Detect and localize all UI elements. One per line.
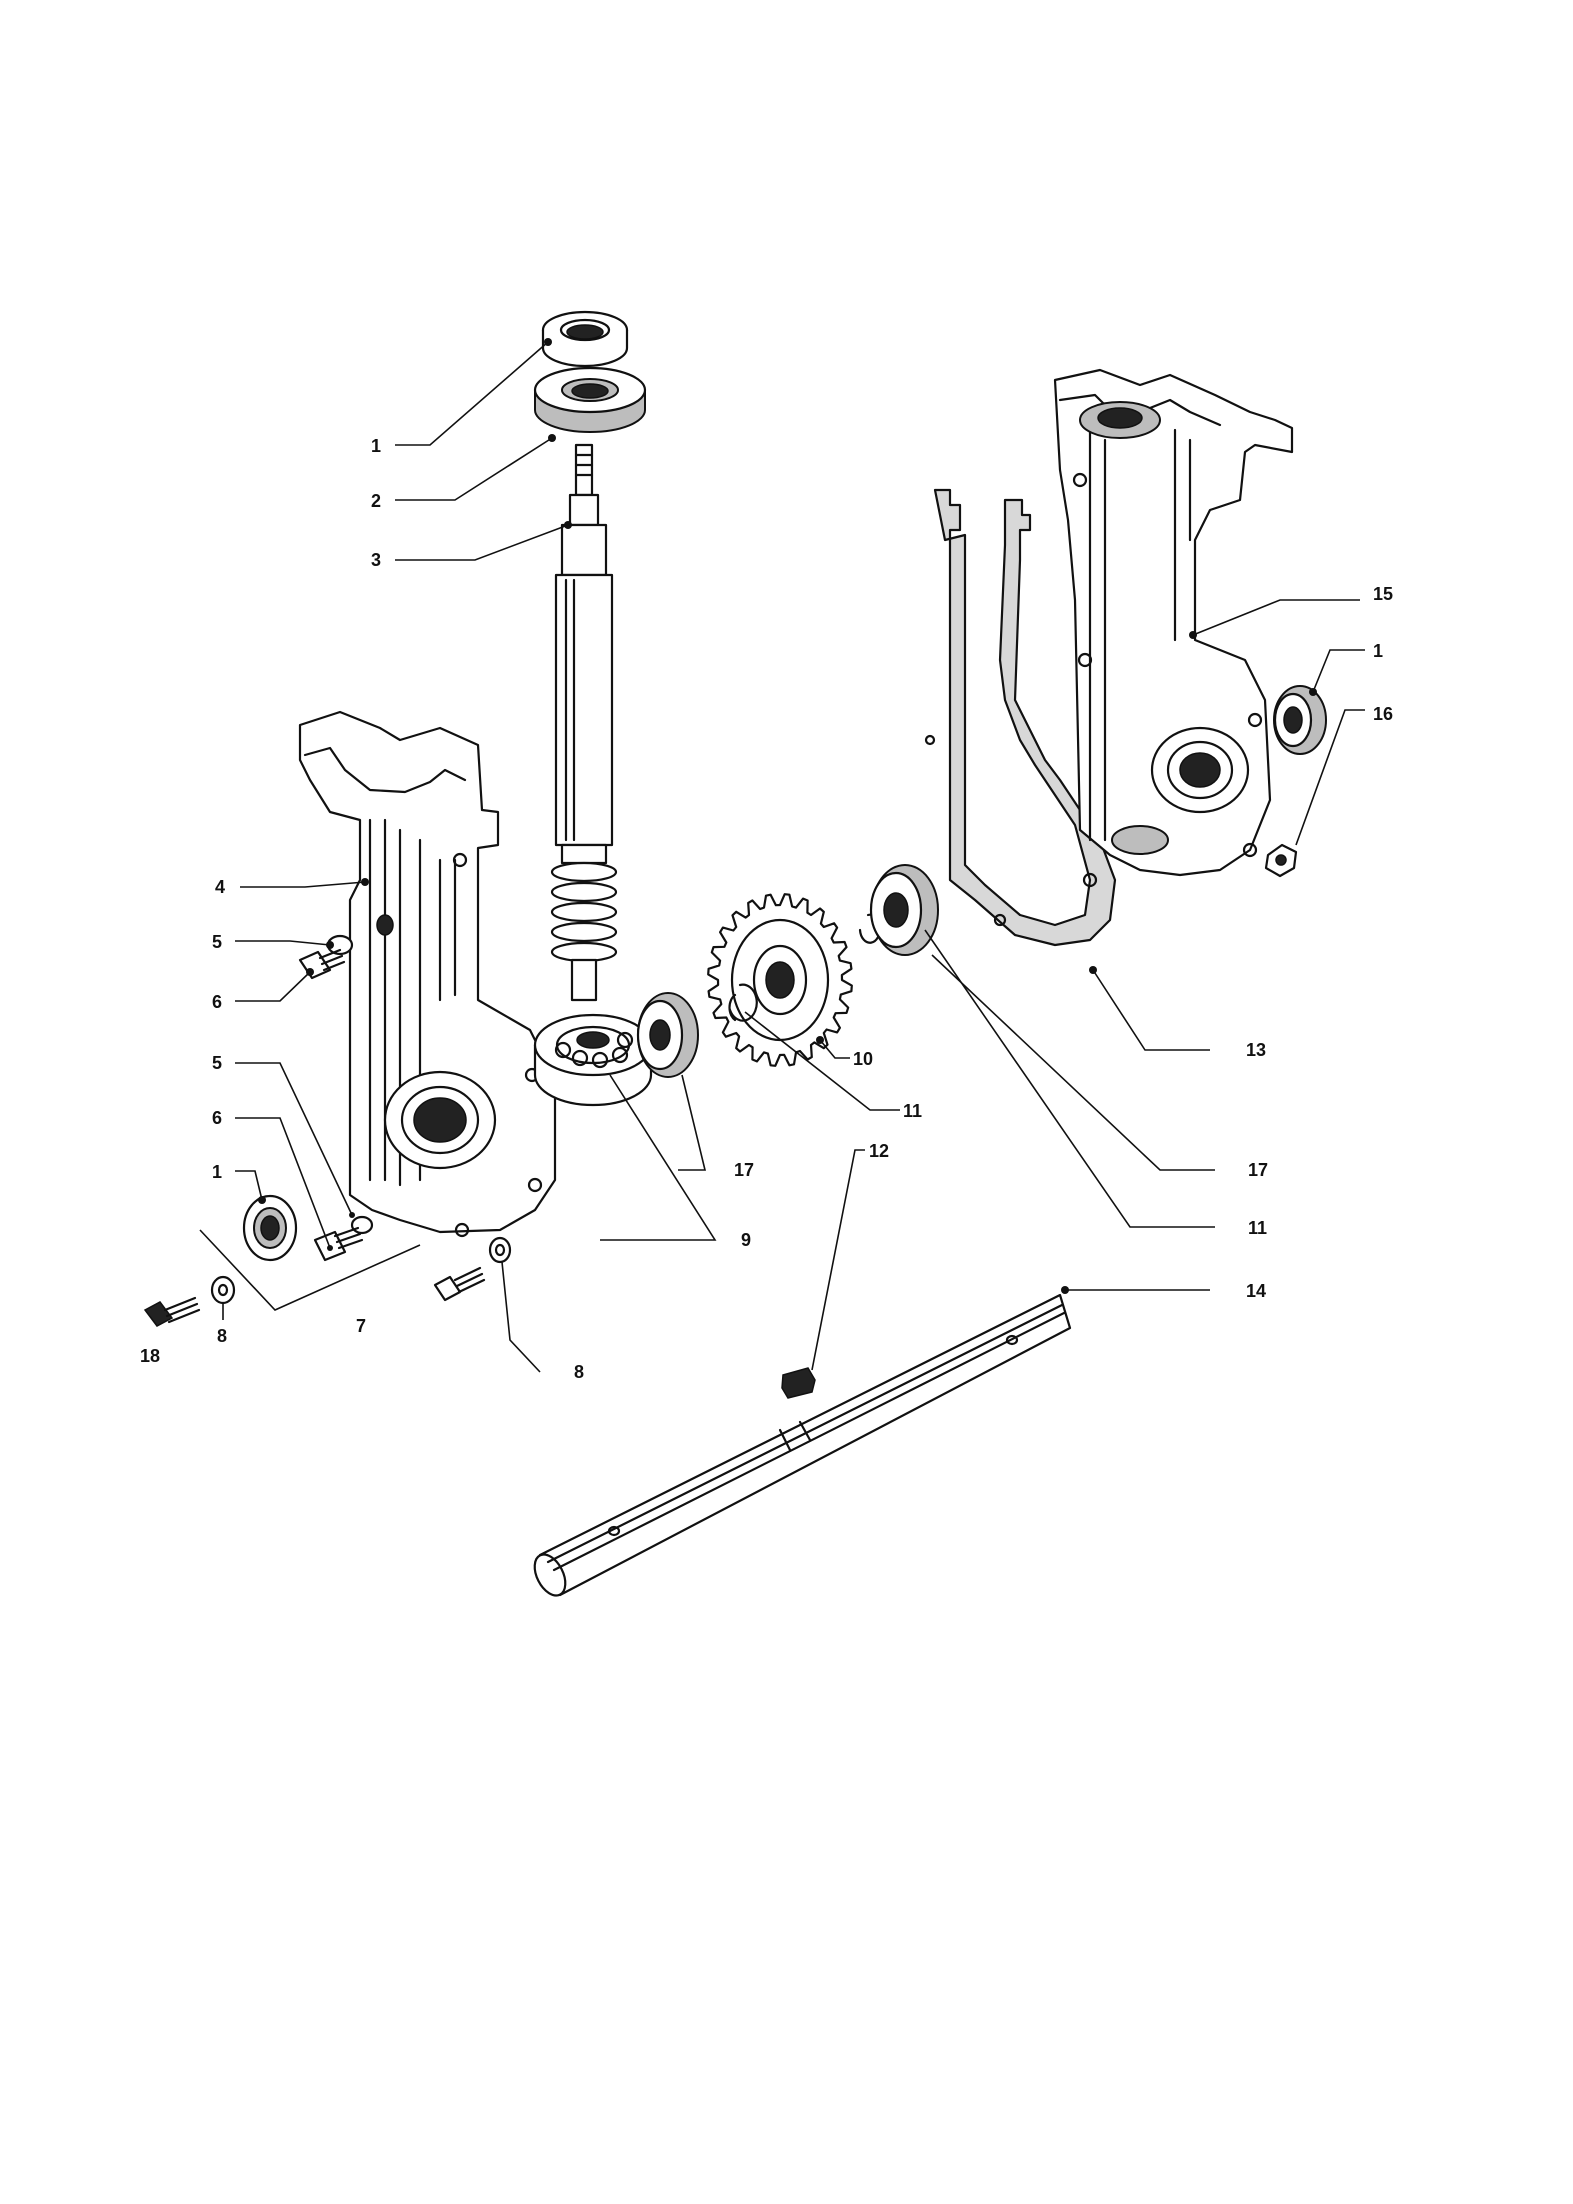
callout-16: 16	[1373, 704, 1393, 724]
nut-16	[1264, 843, 1298, 878]
callout-10: 10	[853, 1049, 873, 1069]
callout-1-top: 1	[371, 436, 381, 456]
callout-7: 7	[356, 1316, 366, 1336]
callout-4: 4	[215, 877, 225, 897]
left-housing	[298, 710, 557, 1238]
shaft-14	[533, 1293, 1072, 1597]
callout-12: 12	[869, 1141, 889, 1161]
gasket-13	[924, 488, 1117, 947]
oil-seal-top	[541, 310, 629, 368]
callout-17-right: 17	[1248, 1160, 1268, 1180]
leader-lines	[199, 338, 1365, 1373]
callout-2: 2	[371, 491, 381, 511]
callout-14: 14	[1246, 1281, 1266, 1301]
oil-seal-left	[242, 1194, 298, 1262]
ball-bearing-9	[533, 1013, 653, 1107]
callout-6-upper: 6	[212, 992, 222, 1012]
gear-10	[707, 893, 853, 1067]
callout-8-left: 8	[217, 1326, 227, 1346]
callout-11-mid: 11	[903, 1101, 922, 1121]
callout-1-left: 1	[212, 1162, 222, 1182]
callout-9: 9	[741, 1230, 751, 1250]
callout-labels: 1 2 3 4 5 6 5 6 1 18 8 7 8 9 17 10 11 12…	[140, 436, 1393, 1382]
oil-seal-right	[1273, 685, 1327, 755]
callout-11-right: 11	[1248, 1218, 1267, 1238]
bolt-18	[143, 1296, 201, 1327]
bolt-lower-left	[313, 1215, 374, 1262]
callout-5-upper: 5	[212, 932, 222, 952]
worm-shaft	[550, 443, 618, 1002]
callout-5-lower: 5	[212, 1053, 222, 1073]
washer-8-right	[488, 1236, 512, 1264]
bolt-7	[433, 1266, 486, 1302]
callout-13: 13	[1246, 1040, 1266, 1060]
callout-1-right: 1	[1373, 641, 1383, 661]
bearing-17-right	[869, 864, 939, 956]
callout-18: 18	[140, 1346, 160, 1366]
callout-6-lower: 6	[212, 1108, 222, 1128]
washer-8-left	[210, 1275, 236, 1305]
bearing-17-left	[636, 992, 699, 1078]
callout-8-right: 8	[574, 1362, 584, 1382]
callout-15: 15	[1373, 584, 1393, 604]
callout-17-left: 17	[734, 1160, 754, 1180]
key-12	[781, 1367, 816, 1399]
bearing-top	[533, 366, 647, 433]
right-housing	[1053, 368, 1294, 877]
callout-3: 3	[371, 550, 381, 570]
